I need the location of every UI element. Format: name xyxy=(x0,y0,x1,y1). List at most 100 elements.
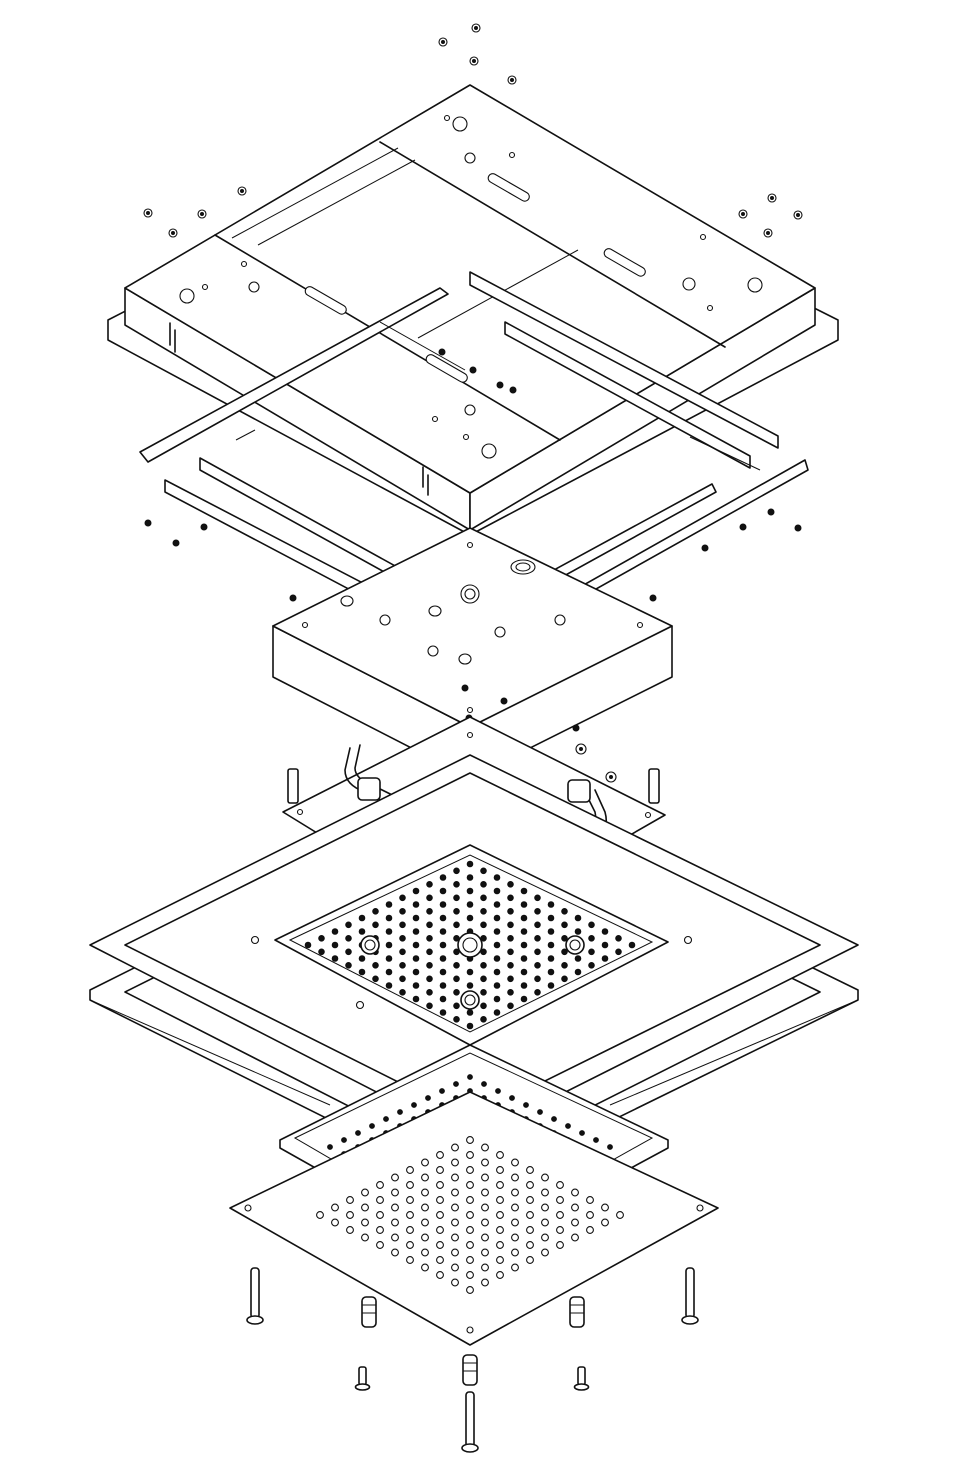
face-plate-hole xyxy=(346,1226,354,1234)
nozzle xyxy=(345,948,352,956)
face-plate-hole xyxy=(511,1248,519,1257)
face-plate-hole xyxy=(526,1211,534,1219)
face-plate-hole xyxy=(466,1211,474,1219)
nozzle xyxy=(520,941,528,949)
face-plate-hole xyxy=(406,1226,414,1234)
face-plate-hole xyxy=(391,1173,399,1182)
face-plate-hole xyxy=(496,1181,504,1189)
nozzle xyxy=(601,928,609,935)
face-plate-hole xyxy=(376,1211,384,1219)
nozzle xyxy=(547,955,555,962)
top-nuts xyxy=(143,23,803,238)
face-plate-hole xyxy=(376,1196,384,1204)
nozzle xyxy=(426,962,433,969)
face-plate-hole xyxy=(361,1233,369,1242)
face-plate-hole xyxy=(496,1241,504,1249)
nozzle xyxy=(412,982,420,989)
nozzle xyxy=(547,982,555,989)
face-plate-hole xyxy=(436,1226,444,1234)
nozzle xyxy=(358,928,366,935)
face-plate-hole xyxy=(421,1203,429,1212)
nozzle xyxy=(480,1002,487,1010)
face-plate-hole xyxy=(496,1196,504,1204)
nozzle xyxy=(412,941,420,949)
nozzle xyxy=(466,901,474,908)
diffuser-hole xyxy=(425,1095,431,1101)
nozzle xyxy=(547,914,555,922)
face-plate-hole xyxy=(481,1203,489,1212)
nozzle xyxy=(480,1016,487,1023)
bottom-fasteners xyxy=(246,1267,699,1453)
diffuser-hole xyxy=(439,1088,445,1094)
face-plate-hole xyxy=(451,1188,459,1197)
face-plate-hole xyxy=(511,1188,519,1197)
face-plate-hole xyxy=(451,1158,459,1167)
nozzle xyxy=(561,975,568,983)
nozzle xyxy=(399,894,406,902)
diffuser-hole xyxy=(523,1102,529,1108)
nozzle xyxy=(574,955,582,962)
nozzle xyxy=(453,867,460,875)
face-plate-hole xyxy=(481,1188,489,1197)
nozzle xyxy=(534,921,541,929)
nozzle xyxy=(574,928,582,935)
nozzle xyxy=(601,941,609,949)
face-plate-hole xyxy=(391,1203,399,1212)
nozzle xyxy=(534,948,541,956)
face-plate-hole-grid xyxy=(316,1136,624,1294)
face-plate-hole xyxy=(466,1151,474,1159)
nozzle xyxy=(453,1016,460,1023)
face-plate-hole xyxy=(451,1173,459,1182)
face-plate-hole xyxy=(331,1218,339,1227)
nozzle xyxy=(561,908,568,915)
nozzle xyxy=(480,975,487,983)
face-plate-hole xyxy=(436,1211,444,1219)
nozzle xyxy=(426,975,433,983)
face-plate-hole xyxy=(361,1218,369,1227)
face-plate-hole xyxy=(481,1263,489,1272)
face-plate-hole xyxy=(436,1241,444,1249)
nozzle xyxy=(480,962,487,969)
nozzle xyxy=(507,962,514,969)
nozzle xyxy=(412,928,420,935)
nozzle xyxy=(520,887,528,895)
nozzle xyxy=(426,989,433,996)
nozzle xyxy=(372,975,379,983)
nozzle xyxy=(588,935,595,942)
face-plate-hole xyxy=(466,1181,474,1189)
face-plate-hole xyxy=(406,1181,414,1189)
nozzle xyxy=(453,989,460,996)
nozzle xyxy=(493,1009,501,1016)
nozzle xyxy=(426,935,433,942)
face-plate-hole xyxy=(421,1263,429,1272)
face-plate-hole xyxy=(451,1248,459,1257)
nozzle xyxy=(547,968,555,976)
face-plate-hole xyxy=(541,1233,549,1242)
nozzle xyxy=(385,928,393,935)
nozzle xyxy=(426,881,433,888)
face-plate-hole xyxy=(511,1203,519,1212)
nozzle xyxy=(385,941,393,949)
face-plate-hole xyxy=(451,1263,459,1272)
nozzle xyxy=(453,908,460,915)
nozzle xyxy=(561,935,568,942)
nozzle xyxy=(439,968,447,976)
face-plate-hole xyxy=(406,1211,414,1219)
face-plate-hole xyxy=(466,1256,474,1264)
nozzle xyxy=(318,935,325,942)
nozzle xyxy=(493,995,501,1003)
nozzle xyxy=(385,982,393,989)
diffuser-hole xyxy=(355,1130,361,1136)
face-plate-hole xyxy=(481,1233,489,1242)
nozzle xyxy=(520,968,528,976)
nozzle xyxy=(520,982,528,989)
nozzle xyxy=(426,1002,433,1010)
nozzle xyxy=(466,1009,474,1016)
face-plate-hole xyxy=(466,1136,474,1144)
nozzle xyxy=(345,935,352,942)
nozzle xyxy=(493,955,501,962)
nozzle xyxy=(372,962,379,969)
face-plate-hole xyxy=(511,1173,519,1182)
face-plate-hole xyxy=(421,1188,429,1197)
face-plate-hole xyxy=(571,1233,579,1242)
